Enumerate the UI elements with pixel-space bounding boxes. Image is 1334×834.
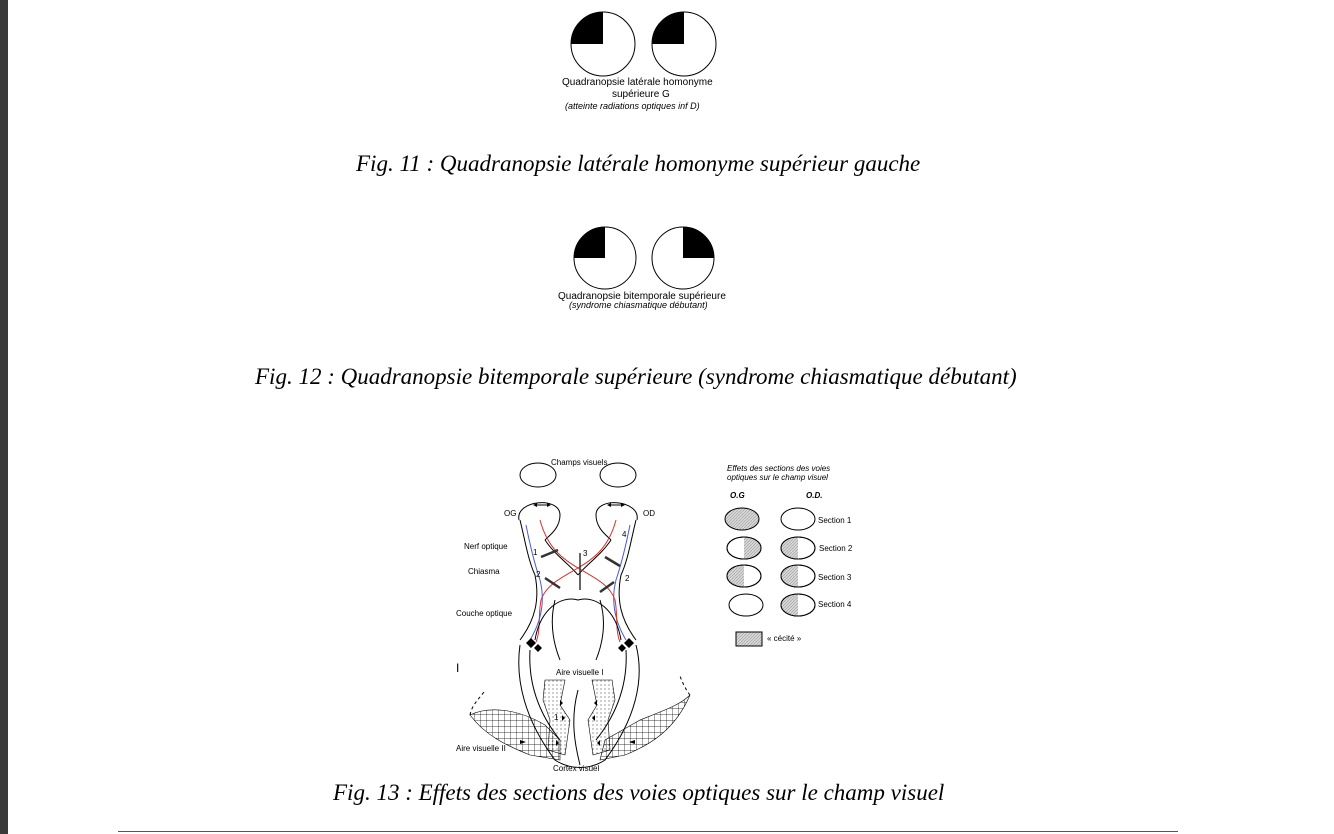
og-section-1-field <box>724 507 760 531</box>
fig13-caption: Fig. 13 : Effets des sections des voies … <box>333 780 945 805</box>
legend-section-4: Section 4 <box>818 600 852 609</box>
legend-section-1: Section 1 <box>818 516 852 525</box>
area-v2-right <box>599 694 691 761</box>
legend-title-1: Effets des sections des voies <box>727 464 831 473</box>
left-visual-field <box>519 462 557 488</box>
legend-col-og: O.G <box>730 491 745 500</box>
fig12-label-1: Quadranopsie bitemporale supérieure <box>558 291 726 302</box>
legend-section-2: Section 2 <box>819 544 853 553</box>
label-og: OG <box>504 509 517 518</box>
legend-cecite: « cécité » <box>767 634 802 643</box>
label-cortex-visuel: Cortex visuel <box>553 764 600 773</box>
left-eye <box>518 502 561 541</box>
od-section-3-field <box>780 564 816 588</box>
fig11-label-3: (atteinte radiations optiques inf D) <box>565 101 700 111</box>
fig11-right-eye-field <box>651 11 717 77</box>
area-v2-left <box>469 709 561 761</box>
og-section-2-field <box>726 536 762 560</box>
fig12-visual-fields <box>573 226 715 290</box>
label-aire-visuelle-2: Aire visuelle II <box>456 744 506 753</box>
label-num-1-cortex: 1 <box>554 713 559 722</box>
right-eye <box>595 502 638 541</box>
section-num-3: 3 <box>583 549 588 558</box>
fig11-label-2: supérieure G <box>612 89 670 100</box>
label-aire-visuelle-1: Aire visuelle I <box>556 668 604 677</box>
legend-col-od: O.D. <box>806 491 823 500</box>
fig12-left-eye-field <box>573 226 637 290</box>
label-chiasma: Chiasma <box>468 567 500 576</box>
page-bottom-rule <box>118 831 1178 832</box>
fig12-caption: Fig. 12 : Quadranopsie bitemporale supér… <box>255 364 1017 389</box>
od-section-2-field <box>780 536 816 560</box>
section-num-1: 1 <box>533 548 538 557</box>
viewer-left-edge <box>0 0 8 834</box>
legend-section-3: Section 3 <box>818 573 852 582</box>
section-num-2-left: 2 <box>536 570 541 579</box>
fig11-caption: Fig. 11 : Quadranopsie latérale homonyme… <box>356 151 921 176</box>
right-visual-field <box>599 462 637 488</box>
section-num-2-right: 2 <box>625 574 630 583</box>
og-section-3-field <box>726 564 762 588</box>
od-section-1-field <box>780 507 816 531</box>
fig12-label-2: (syndrome chiasmatique débutant) <box>569 300 708 310</box>
fig11-left-eye-field <box>570 11 636 77</box>
cecite-swatch <box>735 631 763 647</box>
fig12-right-eye-field <box>651 226 715 290</box>
label-nerf-optique: Nerf optique <box>464 542 508 551</box>
legend-title-2: optiques sur le champ visuel <box>727 473 828 482</box>
label-couche-optique: Couche optique <box>456 609 513 618</box>
marker-roman-one: I <box>456 661 460 675</box>
label-champs-visuels: Champs visuels <box>551 458 608 467</box>
og-section-4-field <box>728 593 764 617</box>
section-num-4: 4 <box>622 530 627 539</box>
fig11-label-1: Quadranopsie latérale homonyme <box>562 77 713 88</box>
label-od: OD <box>643 509 655 518</box>
fig11-visual-fields <box>570 11 717 77</box>
od-section-4-field <box>780 593 816 617</box>
